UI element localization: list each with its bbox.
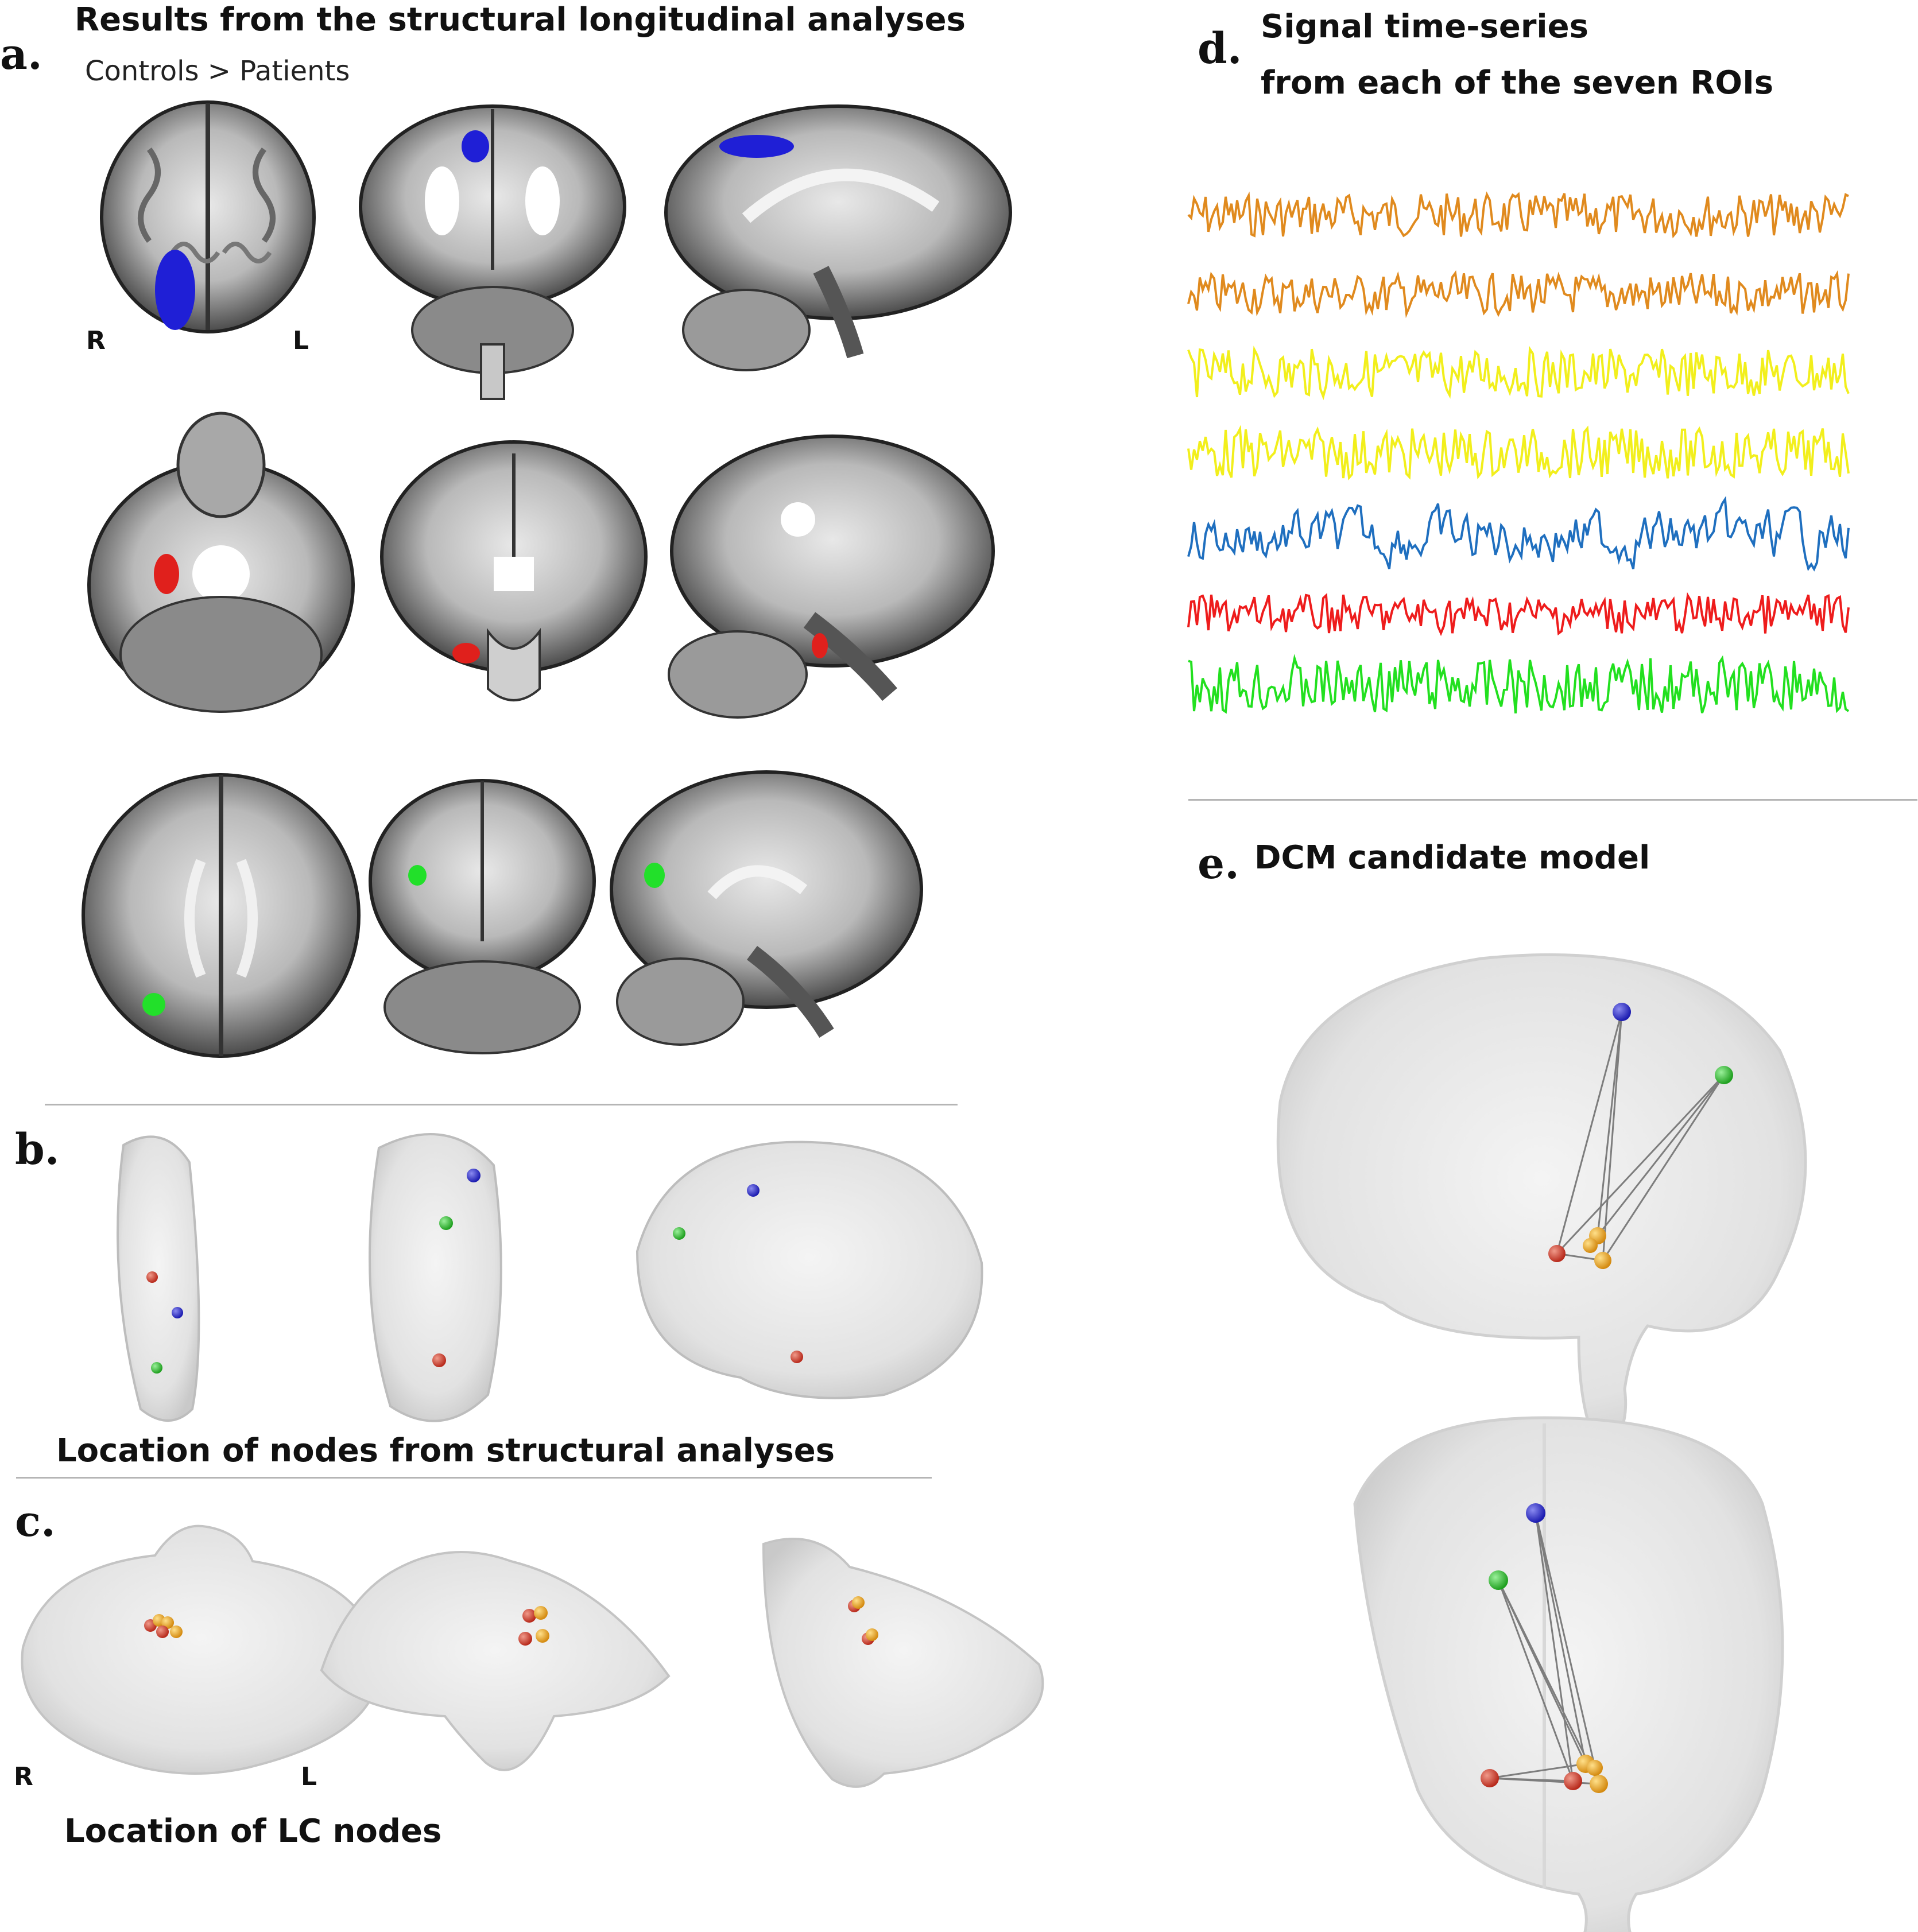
panel-e-node-orange-2b bbox=[1590, 1775, 1608, 1793]
panel-a-title: Results from the structural longitudinal… bbox=[75, 1, 966, 38]
panel-d-letter: d. bbox=[1198, 24, 1242, 73]
panel-b-caption: Location of nodes from structural analys… bbox=[56, 1432, 835, 1469]
panel-e-sagittal-model bbox=[1276, 953, 1807, 1454]
panel-a-subtitle: Controls > Patients bbox=[85, 55, 350, 87]
panel-c-letter: c. bbox=[15, 1497, 56, 1546]
panel-e-node-red-2 bbox=[1481, 1769, 1499, 1787]
row2-coronal-slice bbox=[380, 440, 648, 701]
panel-e-title: DCM candidate model bbox=[1254, 839, 1650, 876]
panel-b-coronal-glass bbox=[369, 1133, 502, 1422]
panel-a-orient-left: L bbox=[293, 326, 309, 355]
roi-time-series-3 bbox=[1187, 346, 1850, 401]
panel-c-orient-left: L bbox=[301, 1762, 317, 1791]
row1-sagittal-slice bbox=[664, 104, 1012, 371]
row1-axial-slice bbox=[100, 100, 316, 333]
roi-time-series-7 bbox=[1188, 654, 1850, 714]
roi-time-series-6 bbox=[1187, 592, 1850, 637]
panel-e-node-blue-1 bbox=[1613, 1003, 1631, 1021]
panel-d-title-line2: from each of the seven ROIs bbox=[1261, 64, 1774, 102]
roi-time-series-2 bbox=[1187, 270, 1850, 319]
panel-e-node-blue-2 bbox=[1526, 1503, 1545, 1523]
divider-a-b bbox=[45, 1104, 958, 1105]
panel-e-node-red-2b bbox=[1564, 1772, 1582, 1790]
row2-sagittal-slice bbox=[668, 434, 995, 719]
panel-e-node-orange-1c bbox=[1583, 1238, 1598, 1253]
roi-time-series-4 bbox=[1187, 425, 1850, 480]
panel-e-node-orange-2c bbox=[1587, 1760, 1603, 1776]
panel-e-node-green-1 bbox=[1715, 1066, 1733, 1084]
panel-c-orient-right: R bbox=[14, 1762, 33, 1791]
panel-c-sagittal-brainstem bbox=[762, 1538, 1044, 1788]
panel-c-axial-brainstem bbox=[21, 1524, 381, 1775]
panel-b-letter: b. bbox=[15, 1125, 60, 1174]
row3-coronal-slice bbox=[369, 779, 596, 1054]
row3-sagittal-slice bbox=[610, 770, 923, 1046]
row3-axial-slice bbox=[82, 773, 361, 1058]
panel-e-coronal-model bbox=[1353, 1416, 1784, 1932]
row2-axial-slice bbox=[87, 412, 355, 713]
roi-time-series-1 bbox=[1187, 191, 1849, 239]
panel-e-coronal-connections bbox=[1489, 1512, 1600, 1785]
panel-a-orient-right: R bbox=[86, 326, 106, 355]
panel-a-letter: a. bbox=[0, 30, 42, 79]
panel-b-axial-glass bbox=[117, 1135, 200, 1422]
panel-e-node-green-2 bbox=[1489, 1570, 1508, 1590]
panel-e-letter: e. bbox=[1198, 839, 1239, 889]
panel-e-node-orange-1b bbox=[1594, 1252, 1611, 1269]
panel-c-coronal-brainstem bbox=[320, 1551, 671, 1771]
divider-d-e bbox=[1188, 799, 1917, 801]
panel-c-caption: Location of LC nodes bbox=[64, 1813, 442, 1850]
panel-e-node-red-1 bbox=[1548, 1245, 1566, 1262]
panel-b-sagittal-glass bbox=[636, 1140, 983, 1399]
divider-b-c bbox=[16, 1477, 932, 1479]
roi-time-series-5 bbox=[1187, 495, 1850, 572]
panel-e-sagittal-connections bbox=[1556, 1011, 1725, 1262]
panel-d-title-line1: Signal time-series bbox=[1261, 8, 1588, 45]
row1-coronal-slice bbox=[359, 104, 626, 400]
